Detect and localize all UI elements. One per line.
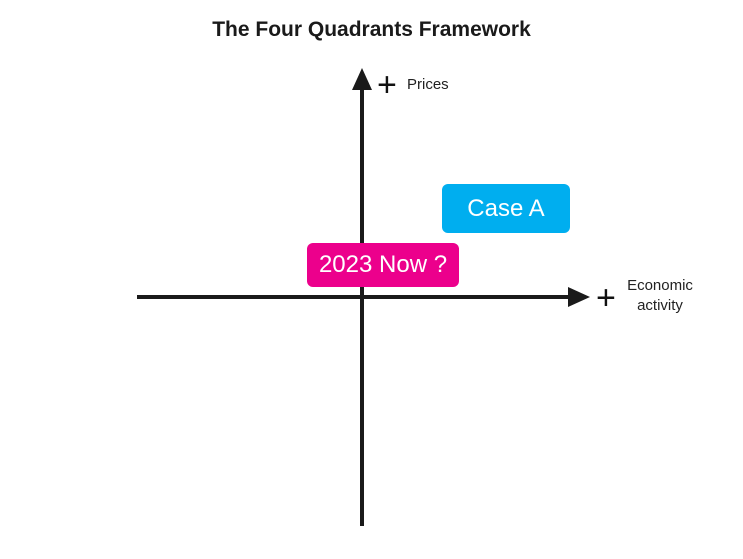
y-axis-plus-sign: + (377, 66, 397, 104)
page-title: The Four Quadrants Framework (212, 18, 531, 41)
x-axis-label: Economic activity (620, 276, 700, 316)
x-axis-label-line1: Economic (627, 277, 693, 294)
x-axis-label-line2: activity (637, 297, 683, 314)
vertical-axis-arrowhead (352, 68, 372, 90)
x-axis-plus-sign: + (596, 279, 616, 317)
horizontal-axis-arrowhead (568, 287, 590, 307)
y-axis-label: Prices (407, 76, 449, 93)
2023-now-marker: 2023 Now ? (307, 243, 459, 287)
case-a-marker: Case A (442, 184, 570, 233)
